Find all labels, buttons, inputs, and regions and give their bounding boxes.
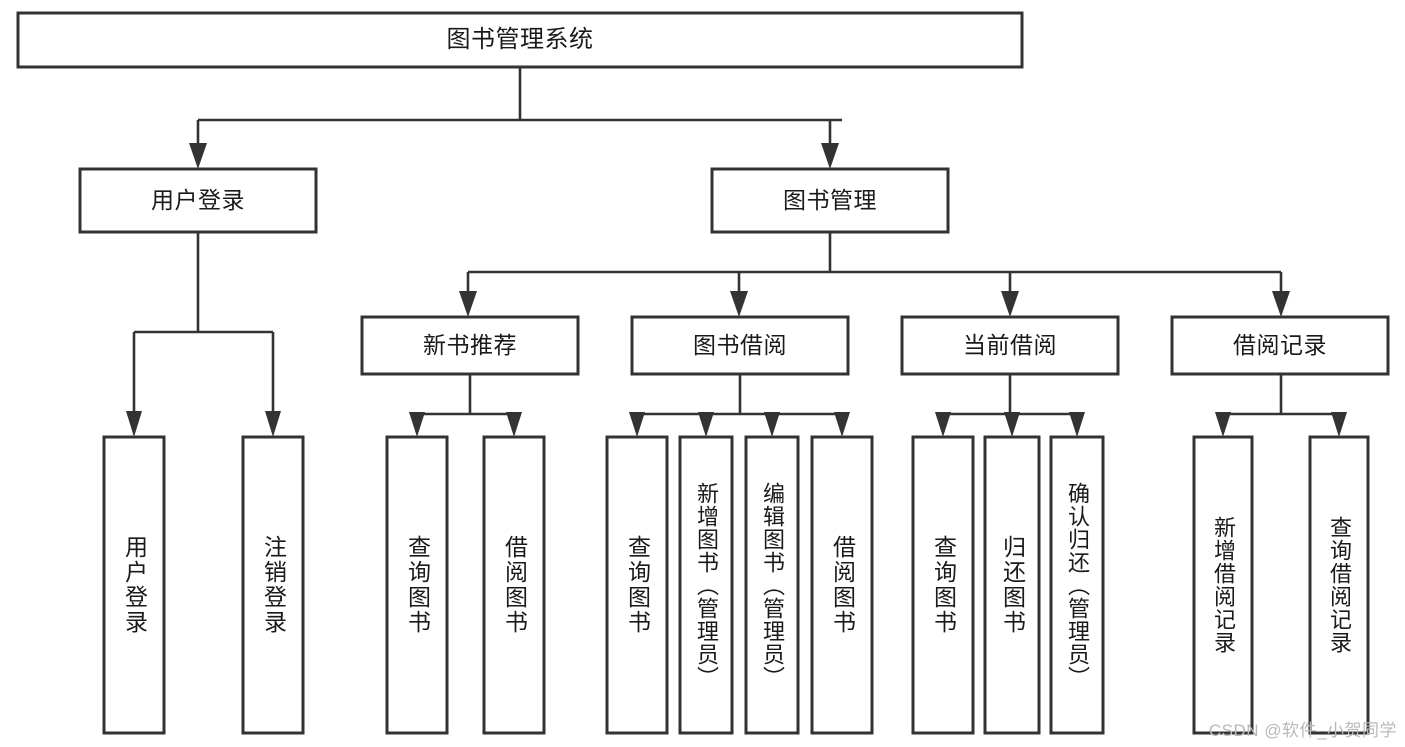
arrowhead-leaf-borrow-book-borrow	[834, 412, 850, 437]
arrowhead-leaf-borrow-book-recommend	[506, 412, 522, 437]
arrowhead-leaf-add-book-admin	[698, 412, 714, 437]
connector-root-to-level2	[189, 67, 842, 169]
arrowhead-leaf-user-logout	[265, 411, 281, 437]
node-box-leaf-add-book-admin[interactable]	[678, 435, 734, 735]
node-box-leaf-add-borrow-record[interactable]	[1192, 435, 1254, 735]
node-box-root[interactable]	[16, 11, 1024, 69]
node-box-leaf-borrow-book-recommend[interactable]	[482, 435, 546, 735]
node-box-leaf-query-book-current[interactable]	[911, 435, 975, 735]
arrowhead-leaf-edit-book-admin	[764, 412, 780, 437]
node-box-leaf-confirm-return-admin[interactable]	[1049, 435, 1105, 735]
node-box-leaf-user-logout[interactable]	[241, 435, 305, 735]
arrowhead-leaf-confirm-return-admin	[1069, 412, 1085, 437]
connector-newbook-to-leaves	[409, 374, 522, 437]
node-box-book-management[interactable]	[710, 167, 950, 234]
arrowhead-book-borrow	[730, 291, 748, 317]
connector-borrowrecord-to-leaves	[1215, 374, 1347, 437]
arrowhead-leaf-return-book	[1004, 412, 1020, 437]
node-box-new-book-recommend[interactable]	[360, 315, 580, 376]
arrowhead-leaf-query-book-current	[935, 412, 951, 437]
arrowhead-leaf-user-login	[126, 411, 142, 437]
arrowhead-leaf-query-book-recommend	[409, 412, 425, 437]
node-box-borrow-record[interactable]	[1170, 315, 1390, 376]
arrowhead-current-borrow	[1001, 291, 1019, 317]
node-box-leaf-query-book-borrow[interactable]	[605, 435, 669, 735]
node-box-current-borrow[interactable]	[900, 315, 1120, 376]
node-box-leaf-user-login[interactable]	[102, 435, 166, 735]
node-box-leaf-edit-book-admin[interactable]	[744, 435, 800, 735]
arrowhead-borrow-record	[1272, 291, 1290, 317]
node-box-book-borrow[interactable]	[630, 315, 850, 376]
connector-bookmgmt-to-level3	[459, 232, 1290, 317]
connector-bookborrow-to-leaves	[629, 374, 850, 437]
arrowhead-leaf-query-borrow-record	[1331, 412, 1347, 437]
arrowhead-leaf-query-book-borrow	[629, 412, 645, 437]
connector-currentborrow-to-leaves	[935, 374, 1085, 437]
arrowhead-leaf-add-borrow-record	[1215, 412, 1231, 437]
arrowhead-new-book-recommend	[459, 291, 477, 317]
node-box-user-login[interactable]	[78, 167, 318, 234]
connector-userlogin-to-leaves	[126, 232, 281, 437]
node-box-leaf-return-book[interactable]	[983, 435, 1041, 735]
node-box-leaf-query-book-recommend[interactable]	[385, 435, 449, 735]
arrowhead-user-login	[189, 143, 207, 169]
arrowhead-book-management	[821, 143, 839, 169]
node-box-leaf-query-borrow-record[interactable]	[1308, 435, 1370, 735]
node-box-leaf-borrow-book-borrow[interactable]	[810, 435, 874, 735]
